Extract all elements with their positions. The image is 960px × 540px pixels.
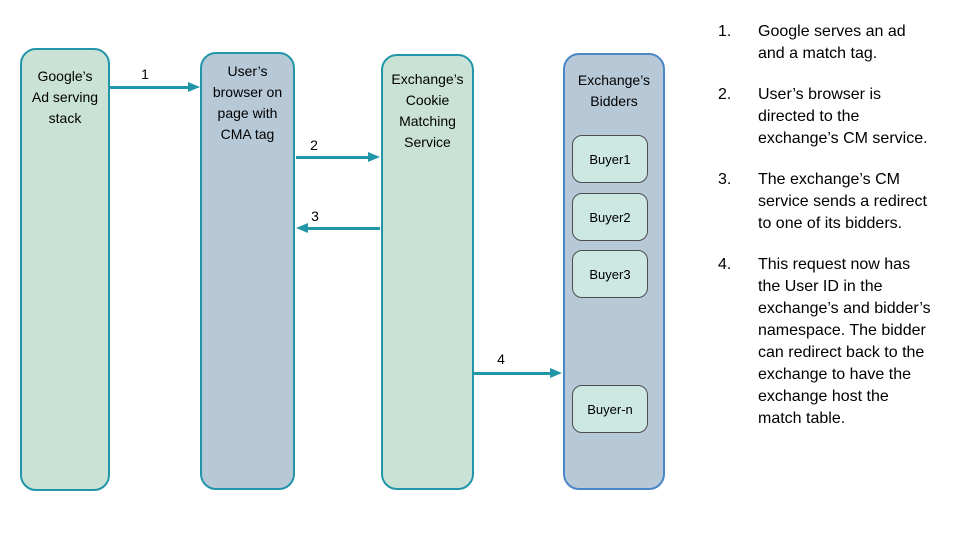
step-number: 2. (718, 86, 732, 103)
buyer-n-chip: Buyer-n (572, 385, 648, 433)
step-item-4: 4. This request now has the User ID in t… (718, 254, 954, 430)
arrow-left-icon (296, 223, 308, 233)
buyer3-chip: Buyer3 (572, 250, 648, 298)
steps-list: 1. Google serves an ad and a match tag. … (718, 21, 954, 449)
step-item-2: 2. User’s browser is directed to the exc… (718, 84, 954, 150)
arrow-right-icon (550, 368, 562, 378)
step-number: 1. (718, 23, 732, 40)
node-user-browser: User’s browser on page with CMA tag (200, 52, 295, 490)
arrow-right-icon (368, 152, 380, 162)
step-text: User’s browser is directed to the exchan… (758, 86, 928, 147)
step-text: Google serves an ad and a match tag. (758, 23, 906, 62)
node-cookie-matching-service: Exchange’s Cookie Matching Service (381, 54, 474, 490)
step-item-3: 3. The exchange’s CM service sends a red… (718, 169, 954, 235)
step-text: This request now has the User ID in the … (758, 256, 931, 427)
step-number: 3. (718, 171, 732, 188)
buyer1-chip: Buyer1 (572, 135, 648, 183)
step-text: The exchange’s CM service sends a redire… (758, 171, 927, 232)
arrow-2-label: 2 (310, 137, 318, 153)
step-number: 4. (718, 256, 732, 273)
node-google-ad-serving-stack: Google’s Ad serving stack (20, 48, 110, 491)
arrow-4-line (474, 372, 551, 375)
arrow-3-label: 3 (311, 208, 319, 224)
arrow-3-line (308, 227, 380, 230)
step-item-1: 1. Google serves an ad and a match tag. (718, 21, 954, 65)
arrow-right-icon (188, 82, 200, 92)
arrow-1-line (109, 86, 189, 89)
arrow-4-label: 4 (497, 351, 505, 367)
buyer2-chip: Buyer2 (572, 193, 648, 241)
arrow-1-label: 1 (141, 66, 149, 82)
arrow-2-line (296, 156, 369, 159)
